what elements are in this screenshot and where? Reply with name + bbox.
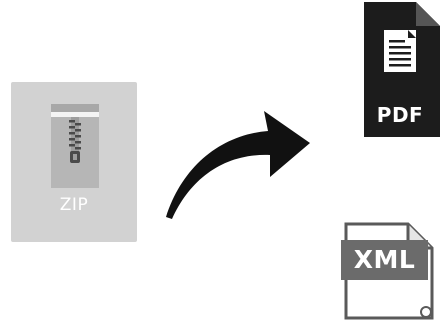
zip-archive-icon xyxy=(51,104,99,188)
zip-file-tile: ZIP xyxy=(11,82,137,242)
pdf-document-icon xyxy=(364,2,440,137)
pdf-label: PDF xyxy=(376,103,424,127)
xml-label: XML xyxy=(341,240,428,280)
zip-label: ZIP xyxy=(59,195,89,215)
curved-arrow-icon xyxy=(166,111,310,219)
